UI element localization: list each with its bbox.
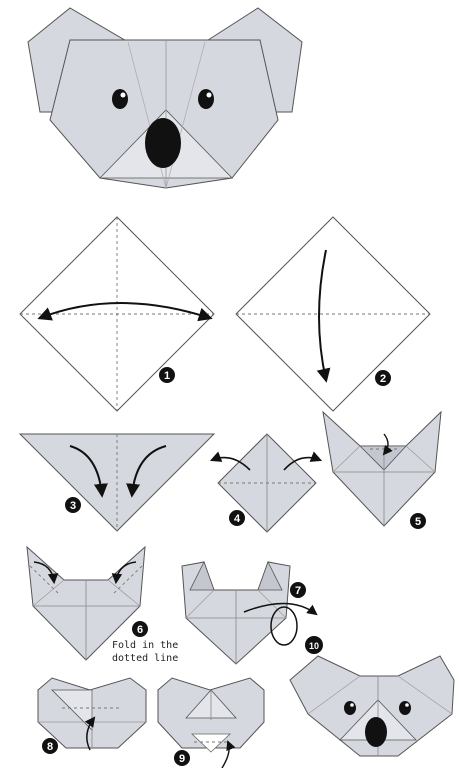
step-7-diagram xyxy=(181,560,318,665)
instruction-line-1: Fold in the xyxy=(112,640,179,651)
finished-koala xyxy=(27,7,303,189)
step-badge-2: 2 xyxy=(375,370,391,386)
step-9-diagram xyxy=(157,677,265,768)
svg-text:10: 10 xyxy=(309,641,319,651)
step-badge-5: 5 xyxy=(410,513,426,529)
instruction-line-2: dotted line xyxy=(112,653,179,664)
koala-right-eye-highlight xyxy=(206,92,212,98)
fold-arrow-icon xyxy=(221,740,236,768)
step-2-diagram xyxy=(235,216,431,412)
fold-arrow-icon xyxy=(69,445,108,498)
step-1-diagram xyxy=(19,216,215,412)
fold-instruction-note: Fold in the dotted line xyxy=(112,639,192,665)
step-badge-9: 9 xyxy=(174,750,190,766)
turn-over-icon xyxy=(270,606,298,646)
koala-right-eye xyxy=(399,701,411,715)
svg-text:7: 7 xyxy=(295,585,301,597)
koala-left-eye xyxy=(112,89,128,109)
step-3-diagram xyxy=(18,433,216,532)
koala-right-eye xyxy=(198,89,214,109)
fold-arrow-icon xyxy=(209,451,251,471)
fold-arrow-icon xyxy=(382,433,393,456)
step-4-diagram xyxy=(209,433,323,533)
turn-over-arrow-icon xyxy=(243,602,318,616)
step-5-diagram xyxy=(322,410,442,527)
koala-nose xyxy=(145,118,181,168)
step-badge-8: 8 xyxy=(42,738,58,754)
fold-arrow-icon xyxy=(33,561,59,585)
fold-arrow-icon xyxy=(283,451,323,471)
step-badge-7: 7 xyxy=(290,582,306,598)
svg-text:4: 4 xyxy=(234,513,241,525)
svg-text:2: 2 xyxy=(380,373,386,385)
svg-text:5: 5 xyxy=(415,516,421,528)
fold-arrow-icon xyxy=(316,249,331,383)
koala-left-eye xyxy=(344,701,356,715)
koala-nose xyxy=(365,717,387,747)
step-8-diagram xyxy=(37,677,147,751)
fold-arrow-icon xyxy=(84,716,96,751)
step-10-diagram xyxy=(289,655,455,757)
svg-text:8: 8 xyxy=(47,741,53,753)
fold-arrow-icon xyxy=(111,561,137,585)
step-badge-6: 6 xyxy=(132,621,148,637)
svg-text:9: 9 xyxy=(179,753,185,765)
step-badge-4: 4 xyxy=(229,510,245,526)
fold-arrow-icon xyxy=(37,302,213,322)
step-6-diagram xyxy=(26,545,146,661)
svg-text:6: 6 xyxy=(137,624,143,636)
svg-text:3: 3 xyxy=(70,500,76,512)
step-badge-1: 1 xyxy=(159,367,175,383)
koala-left-eye-highlight xyxy=(120,92,126,98)
svg-text:1: 1 xyxy=(164,370,170,382)
fold-arrow-icon xyxy=(126,445,167,498)
step-badge-3: 3 xyxy=(65,497,81,513)
step-badge-10: 10 xyxy=(305,636,323,654)
